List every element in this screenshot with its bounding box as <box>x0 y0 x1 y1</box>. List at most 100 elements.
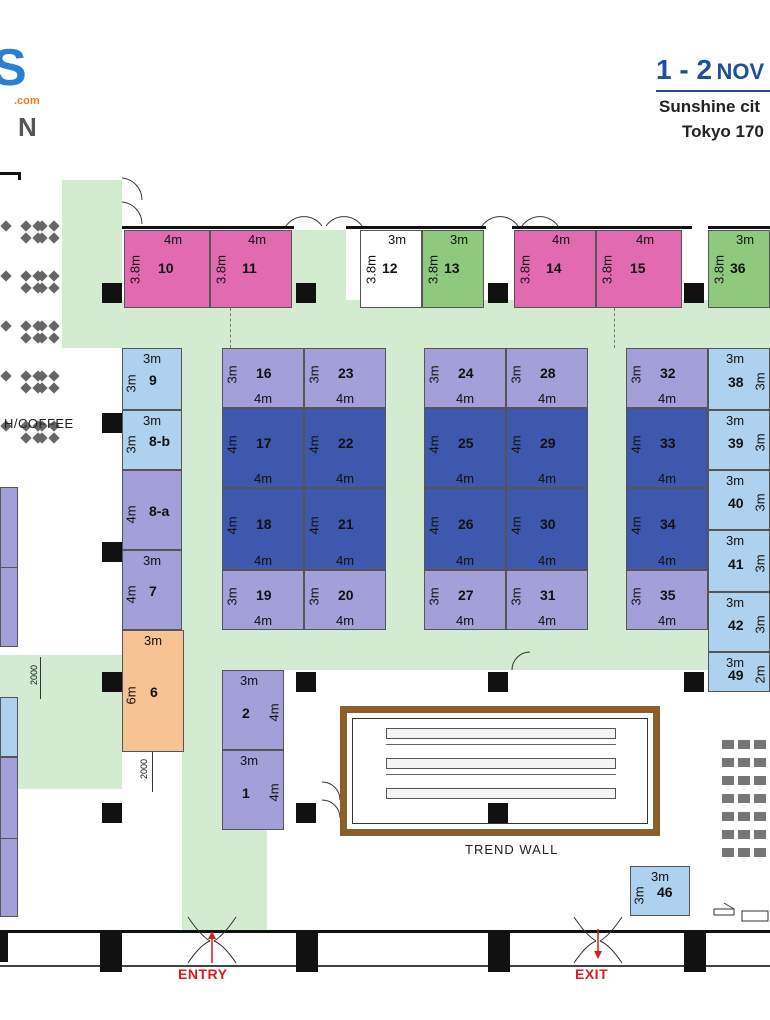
booth-number: 46 <box>657 884 673 900</box>
pillar <box>102 283 122 303</box>
booth-depth: 3m <box>224 365 240 384</box>
booth-depth: 3.8m <box>425 255 441 284</box>
booth-depth: 3.8m <box>599 255 615 284</box>
chair-icon <box>20 282 32 294</box>
seat-icon <box>738 794 750 803</box>
desk-icon <box>713 902 769 922</box>
booth-number: 19 <box>256 587 272 603</box>
booth-depth: 4m <box>266 703 282 722</box>
booth-number: 29 <box>540 435 556 451</box>
seat-icon <box>738 848 750 857</box>
booth-width: 3m <box>240 753 259 768</box>
booth-depth: 3m <box>752 615 768 634</box>
trend-wall-panel-line <box>386 744 616 745</box>
booth-width: 4m <box>658 471 677 486</box>
booth-number: 33 <box>660 435 676 451</box>
chair-icon <box>48 332 60 344</box>
booth-width: 4m <box>248 232 267 247</box>
seat-icon <box>722 758 734 767</box>
booth-width: 4m <box>552 232 571 247</box>
booth-width: 4m <box>254 613 273 628</box>
venue-city: Tokyo 170 <box>682 122 764 141</box>
booth-depth: 3.8m <box>517 255 533 284</box>
booth-number: 6 <box>150 684 158 700</box>
booth-width: 4m <box>336 471 355 486</box>
booth-width: 4m <box>336 553 355 568</box>
chair-icon <box>48 282 60 294</box>
booth-depth: 3m <box>628 587 644 606</box>
entry-label: ENTRY <box>178 966 228 982</box>
booth-width: 4m <box>636 232 655 247</box>
seat-icon <box>722 740 734 749</box>
coffee-area-label: H/COFFEE <box>4 416 74 431</box>
seat-icon <box>754 830 766 839</box>
dimension-line <box>152 752 153 792</box>
booth-depth: 4m <box>224 435 240 454</box>
event-date-days: 1 - 2 <box>656 54 713 85</box>
chair-icon <box>20 382 32 394</box>
booth-depth: 4m <box>628 516 644 535</box>
booth-depth: 4m <box>306 516 322 535</box>
chair-icon <box>48 320 60 332</box>
booth-width: 4m <box>336 391 355 406</box>
door-icon <box>481 216 559 227</box>
walkway <box>0 655 122 789</box>
booth-width: 3m <box>450 232 469 247</box>
trend-wall-panel <box>386 788 616 799</box>
pillar <box>488 672 508 692</box>
chair-icon <box>48 382 60 394</box>
booth-number: 13 <box>444 260 460 276</box>
pillar <box>488 283 508 303</box>
door-icon <box>285 216 363 227</box>
booth-depth: 3m <box>628 365 644 384</box>
booth-width: 4m <box>336 613 355 628</box>
booth-width: 3m <box>726 413 745 428</box>
booth-depth: 3m <box>631 886 647 905</box>
chair-icon <box>0 220 12 232</box>
booth-depth: 3.8m <box>711 255 727 284</box>
booth-number: 24 <box>458 365 474 381</box>
chair-icon <box>48 432 60 444</box>
